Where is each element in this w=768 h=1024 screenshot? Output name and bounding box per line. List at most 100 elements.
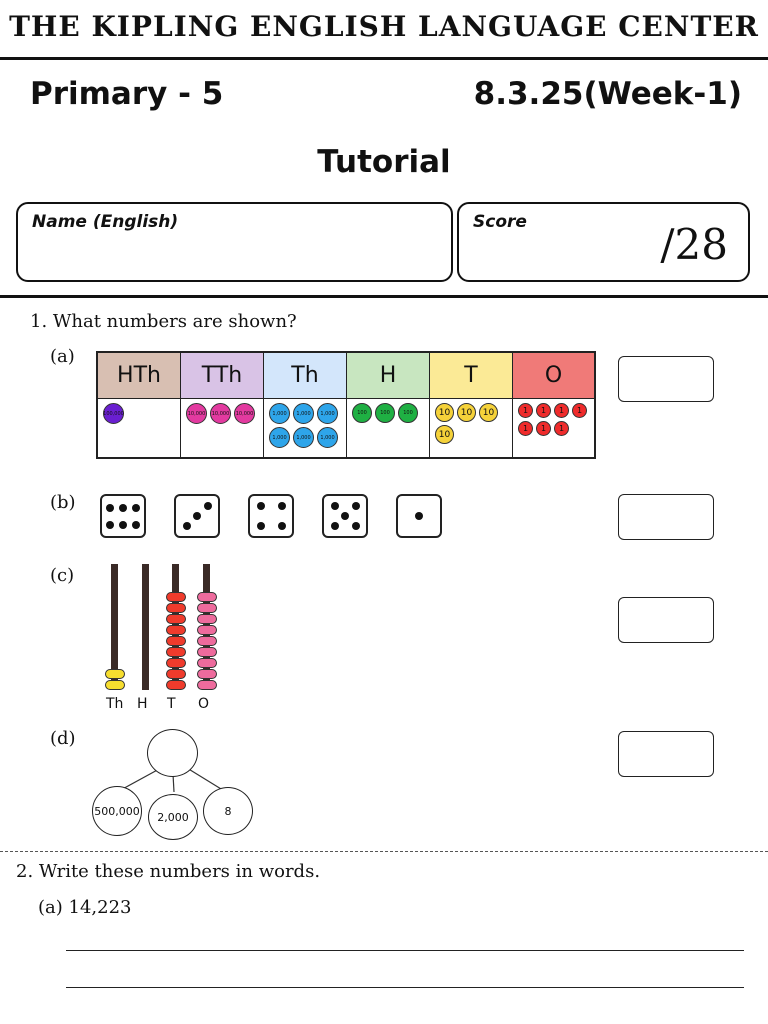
abacus-bead <box>166 647 186 657</box>
place-value-disc: 100 <box>375 403 395 423</box>
place-value-disc: 1,000 <box>293 427 314 448</box>
abacus-bead <box>197 680 217 690</box>
place-value-disc: 10 <box>457 403 476 422</box>
place-value-cell-hth: 100,000 <box>98 399 181 457</box>
answer-line-2[interactable] <box>66 987 744 988</box>
part-circle-1: 500,000 <box>92 786 142 836</box>
die-1 <box>396 494 442 538</box>
die-5 <box>322 494 368 538</box>
die-pip <box>277 502 286 510</box>
place-value-disc: 10 <box>435 425 454 444</box>
q1a-label: (a) <box>50 346 75 367</box>
die-pip <box>351 522 360 530</box>
place-value-disc: 1,000 <box>269 403 290 424</box>
abacus-label: Th <box>106 696 124 712</box>
place-value-header-th: Th <box>264 353 347 399</box>
abacus-label: O <box>198 696 210 712</box>
abacus-bead <box>166 603 186 613</box>
die-pip <box>131 504 140 512</box>
die-pip <box>131 520 140 529</box>
question-1-prompt: 1. What numbers are shown? <box>30 311 297 332</box>
place-value-disc: 100,000 <box>103 403 124 424</box>
place-value-disc: 1 <box>518 421 533 436</box>
abacus-bead <box>197 592 217 602</box>
die-pip <box>330 522 339 530</box>
place-value-disc: 1 <box>554 421 569 436</box>
die-pip <box>351 502 360 510</box>
place-value-disc: 100 <box>398 403 418 423</box>
place-value-disc: 1 <box>518 403 533 418</box>
q1a-answer-box[interactable] <box>618 356 714 402</box>
abacus-rod-h <box>142 564 149 690</box>
q1b-answer-box[interactable] <box>618 494 714 540</box>
die-pip <box>256 502 265 510</box>
header-divider <box>0 57 768 60</box>
place-value-disc: 1 <box>554 403 569 418</box>
abacus-bead <box>197 647 217 657</box>
abacus-bead <box>166 625 186 635</box>
place-value-disc: 10 <box>435 403 454 422</box>
abacus-rod-th <box>111 564 118 690</box>
abacus-bead <box>166 592 186 602</box>
place-value-disc: 1 <box>536 421 551 436</box>
whole-circle[interactable] <box>147 729 198 777</box>
abacus-bead <box>166 680 186 690</box>
place-value-disc: 1,000 <box>317 403 338 424</box>
place-value-disc: 100 <box>352 403 372 423</box>
part-circle-3: 8 <box>203 787 253 835</box>
place-value-header-hth: HTh <box>98 353 181 399</box>
abacus-bead <box>197 658 217 668</box>
place-value-disc: 10,000 <box>186 403 207 424</box>
place-value-disc: 10 <box>479 403 498 422</box>
question-2-prompt: 2. Write these numbers in words. <box>16 861 321 882</box>
name-label: Name (English) <box>32 212 179 232</box>
die-pip <box>182 522 191 530</box>
die-pip <box>106 504 115 512</box>
score-total: /28 <box>660 220 728 269</box>
abacus-bead <box>105 669 125 679</box>
place-value-disc: 1,000 <box>317 427 338 448</box>
die-pip <box>341 512 349 520</box>
abacus-bead <box>197 669 217 679</box>
die-4 <box>248 494 294 538</box>
q1c-answer-box[interactable] <box>618 597 714 643</box>
place-value-disc: 1 <box>572 403 587 418</box>
abacus-label: T <box>167 696 176 712</box>
abacus-label: H <box>137 696 148 712</box>
die-pip <box>193 512 201 520</box>
abacus-bead <box>105 680 125 690</box>
place-value-disc: 1 <box>536 403 551 418</box>
place-value-disc: 1,000 <box>293 403 314 424</box>
answer-line-1[interactable] <box>66 950 744 951</box>
section-divider <box>0 295 768 298</box>
name-field[interactable]: Name (English) <box>16 202 453 282</box>
die-pip <box>277 522 286 530</box>
abacus-bead <box>197 625 217 635</box>
q1d-answer-box[interactable] <box>618 731 714 777</box>
die-3 <box>174 494 220 538</box>
abacus-bead <box>166 669 186 679</box>
abacus-bead <box>166 614 186 624</box>
dashed-divider <box>0 851 768 852</box>
place-value-disc: 10,000 <box>234 403 255 424</box>
q2a-number: (a) 14,223 <box>38 897 132 918</box>
q1d-label: (d) <box>50 728 76 749</box>
die-pip <box>119 504 127 512</box>
place-value-header-tth: TTh <box>181 353 264 399</box>
page-title: Tutorial <box>317 144 451 180</box>
die-6 <box>100 494 146 538</box>
q1c-label: (c) <box>50 565 75 586</box>
die-pip <box>256 522 265 530</box>
place-value-header-t: T <box>430 353 513 399</box>
abacus-bead <box>197 614 217 624</box>
abacus-bead <box>166 636 186 646</box>
abacus-bead <box>197 603 217 613</box>
die-pip <box>203 502 212 510</box>
place-value-disc: 1,000 <box>269 427 290 448</box>
score-label: Score <box>473 212 527 232</box>
